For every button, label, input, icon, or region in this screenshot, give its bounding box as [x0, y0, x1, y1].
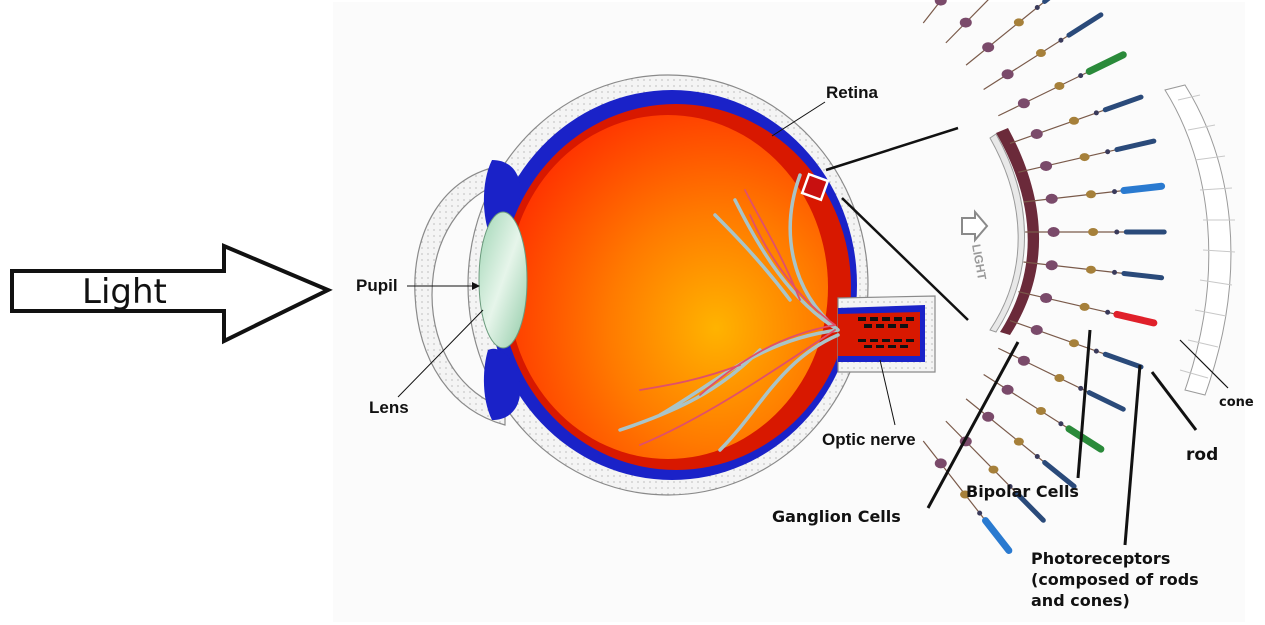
light-arrow-label: Light	[82, 272, 167, 312]
ganglion-label: Ganglion Cells	[772, 507, 901, 526]
bipolar-cell	[1054, 82, 1064, 90]
photoreceptor-nucleus	[1105, 149, 1110, 154]
photoreceptor-nucleus	[1078, 386, 1083, 391]
lens	[479, 212, 527, 348]
photoreceptor-nucleus	[1078, 73, 1083, 78]
rod-cell	[1045, 0, 1074, 1]
bipolar-cell	[1086, 266, 1096, 274]
ganglion-cell	[935, 458, 947, 468]
ganglion-cell	[960, 18, 972, 28]
photoreceptors-label-2: (composed of rods	[1031, 570, 1199, 589]
cone-label: cone	[1219, 395, 1254, 410]
lens-label: Lens	[369, 398, 409, 417]
photoreceptor-nucleus	[1035, 5, 1040, 10]
ganglion-cell	[1018, 98, 1030, 108]
photoreceptor-nucleus	[1112, 270, 1117, 275]
photoreceptor-nucleus	[1035, 454, 1040, 459]
bipolar-cell	[1054, 374, 1064, 382]
bipolar-cell	[1036, 407, 1046, 415]
photoreceptor-nucleus	[1105, 310, 1110, 315]
photoreceptors-label-3: and cones)	[1031, 591, 1130, 610]
pupil-label: Pupil	[356, 276, 398, 295]
photoreceptor-nucleus	[1058, 421, 1063, 426]
photoreceptor-nucleus	[977, 511, 982, 516]
optic-nerve	[838, 296, 935, 372]
bipolar-cell	[1088, 228, 1098, 236]
rod-label: rod	[1186, 445, 1218, 465]
bipolar-cell	[1069, 117, 1079, 125]
optic-nerve-label: Optic nerve	[822, 430, 916, 449]
ganglion-cell	[1040, 161, 1052, 171]
ganglion-cell	[982, 412, 994, 422]
ganglion-cell	[1031, 129, 1043, 139]
photoreceptor-nucleus	[1114, 230, 1119, 235]
ganglion-cell	[1040, 293, 1052, 303]
photoreceptor-nucleus	[1112, 189, 1117, 194]
ganglion-cell	[1002, 69, 1014, 79]
ganglion-cell	[1046, 260, 1058, 270]
photoreceptors-label-1: Photoreceptors	[1031, 549, 1170, 568]
ganglion-cell	[982, 42, 994, 52]
cone-cell	[1124, 186, 1162, 190]
ganglion-cell	[1031, 325, 1043, 335]
ganglion-cell	[1046, 194, 1058, 204]
retina-label: Retina	[826, 83, 879, 102]
photoreceptor-nucleus	[1094, 110, 1099, 115]
bipolar-cell	[1080, 303, 1090, 311]
bipolar-cell	[1014, 18, 1024, 26]
ganglion-cell	[1048, 227, 1060, 237]
photoreceptor-nucleus	[1094, 349, 1099, 354]
ganglion-cell	[1002, 385, 1014, 395]
bipolar-label: Bipolar Cells	[966, 482, 1079, 501]
bipolar-cell	[1036, 49, 1046, 57]
bipolar-cell	[1080, 153, 1090, 161]
bipolar-cell	[988, 466, 998, 474]
bipolar-cell	[1086, 190, 1096, 198]
photoreceptor-nucleus	[1058, 38, 1063, 43]
light-arrow: Light	[12, 246, 328, 341]
ganglion-cell	[1018, 356, 1030, 366]
bipolar-cell	[1014, 438, 1024, 446]
bipolar-cell	[1069, 339, 1079, 347]
